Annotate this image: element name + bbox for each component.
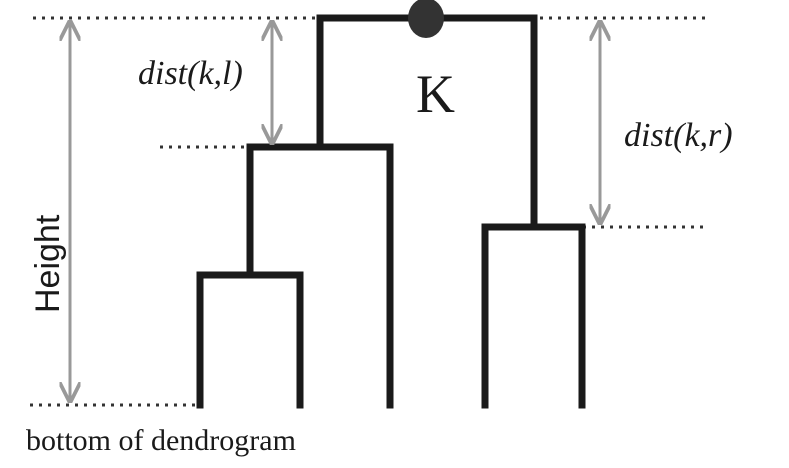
- distance-arrows: [70, 22, 600, 401]
- dist-right-label: dist(k,r): [624, 117, 733, 154]
- height-label: Height: [29, 214, 67, 313]
- right-leaf-pair: [481, 223, 586, 409]
- dist-left-label: dist(k,l): [138, 55, 243, 92]
- node-k-label: K: [416, 64, 455, 124]
- dendrogram-tree: [196, 14, 586, 409]
- bottom-of-dendrogram-label: bottom of dendrogram: [26, 424, 296, 457]
- root-node-k: [408, 0, 444, 38]
- guide-lines: [30, 16, 705, 407]
- left-subtree-link: [246, 143, 394, 409]
- left-leaf-pair: [196, 271, 304, 409]
